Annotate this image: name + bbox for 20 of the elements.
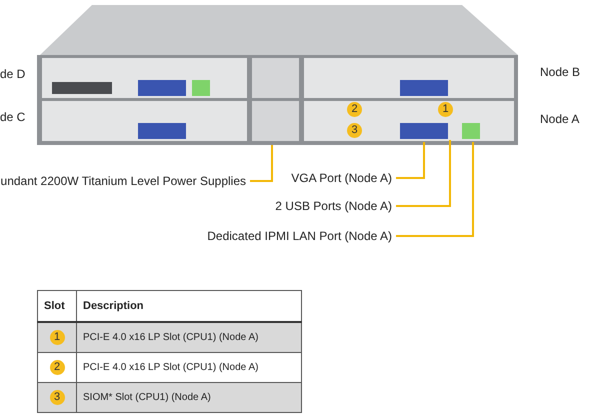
- table-cell-text: PCI-E 4.0 x16 LP Slot (CPU1) (Node A): [83, 362, 258, 373]
- leader-line: [250, 145, 273, 182]
- leader-line: [396, 142, 425, 179]
- column-header: Description: [83, 300, 144, 312]
- callout-text: VGA Port (Node A): [291, 171, 392, 185]
- leader-line: [396, 140, 451, 207]
- column-header: Slot: [44, 300, 65, 312]
- callout-text: undant 2200W Titanium Level Power Supplies: [0, 174, 246, 188]
- leader-line: [396, 142, 474, 237]
- callout-number: 3: [50, 390, 64, 405]
- table-cell-text: SIOM* Slot (CPU1) (Node A): [83, 392, 211, 403]
- callout-number: 1: [50, 330, 64, 345]
- callout-text: 2 USB Ports (Node A): [275, 199, 392, 213]
- side-label: de D: [0, 67, 26, 81]
- table-cell-text: PCI-E 4.0 x16 LP Slot (CPU1) (Node A): [83, 332, 258, 343]
- callout-text: Dedicated IPMI LAN Port (Node A): [207, 229, 392, 243]
- side-label: de C: [0, 110, 26, 124]
- side-label: Node A: [540, 112, 580, 126]
- callout-number: 2: [50, 360, 64, 375]
- side-label: Node B: [540, 65, 580, 79]
